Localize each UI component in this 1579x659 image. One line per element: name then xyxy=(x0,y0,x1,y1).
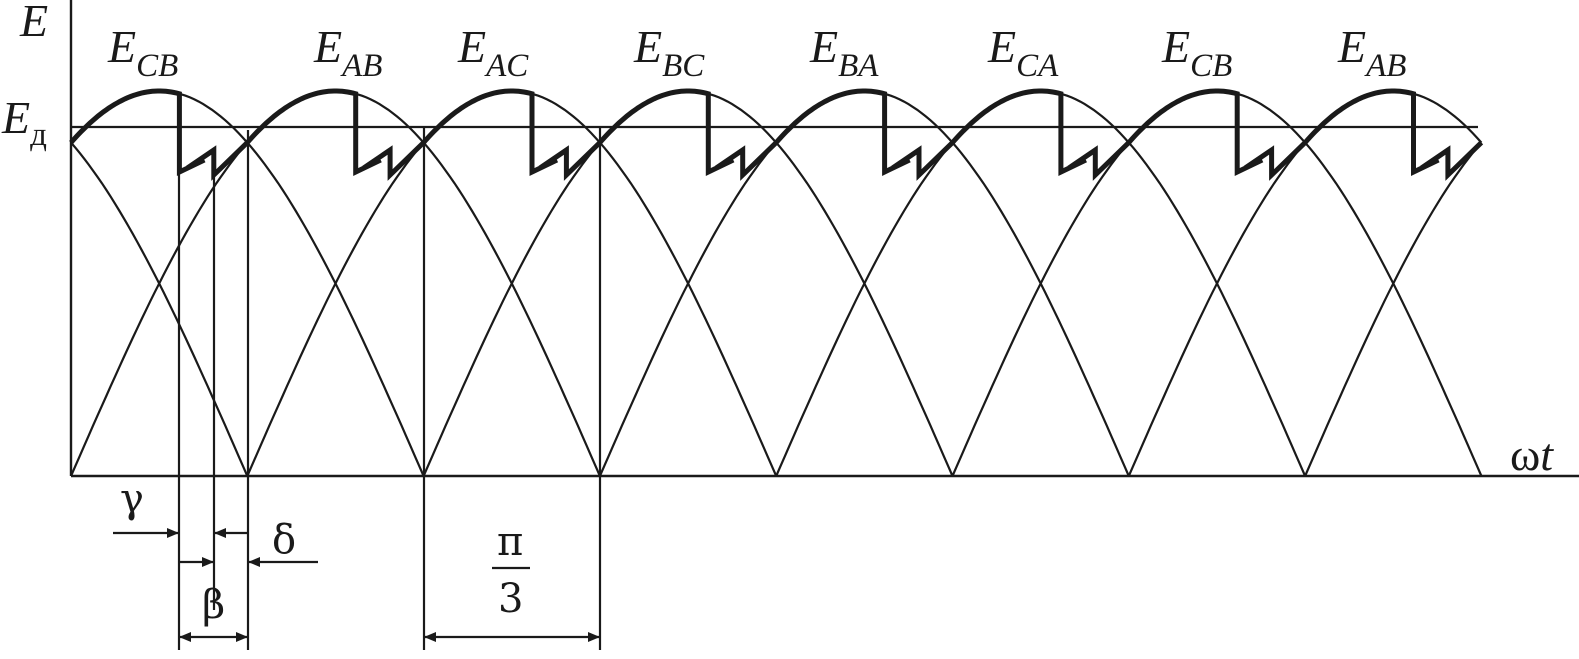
period-dimension xyxy=(424,566,600,642)
d-level-label: Eд xyxy=(1,92,47,153)
wave-label-1: ECB xyxy=(107,21,178,84)
rectified-segment xyxy=(1126,88,1307,181)
phase-arch xyxy=(70,141,249,477)
wave-label-6: ECA xyxy=(987,21,1059,84)
gamma-label: γ xyxy=(120,476,144,522)
waveform-labels: ECB EAB EAC EBC EBA ECA ECB EAB xyxy=(107,21,1406,84)
wave-label-2: EAB xyxy=(313,21,382,84)
wave-label-5: EBA xyxy=(809,21,879,84)
rectified-segment xyxy=(774,88,955,181)
phase-arch xyxy=(1127,89,1483,477)
rectified-segment xyxy=(598,88,778,181)
rectified-segment xyxy=(245,88,426,181)
rectified-segment xyxy=(950,88,1131,181)
period-denominator: 3 xyxy=(498,576,523,622)
rectified-segment xyxy=(69,88,250,181)
wave-label-4: EBC xyxy=(633,21,705,84)
wave-label-8: EAB xyxy=(1337,21,1406,84)
rectified-segment xyxy=(421,88,602,181)
period-numerator: π xyxy=(497,519,523,565)
y-axis-label: E xyxy=(19,0,48,46)
x-axis-label: ωt xyxy=(1510,429,1554,480)
angle-marker-lines xyxy=(177,127,602,650)
rectified-output-curve xyxy=(69,88,1484,181)
phase-arch xyxy=(1304,141,1483,477)
beta-label: β xyxy=(202,582,225,628)
delta-label: δ xyxy=(272,517,296,563)
wave-label-3: EAC xyxy=(457,21,529,84)
rectified-segment xyxy=(1303,88,1484,181)
wave-label-7: ECB xyxy=(1161,21,1232,84)
